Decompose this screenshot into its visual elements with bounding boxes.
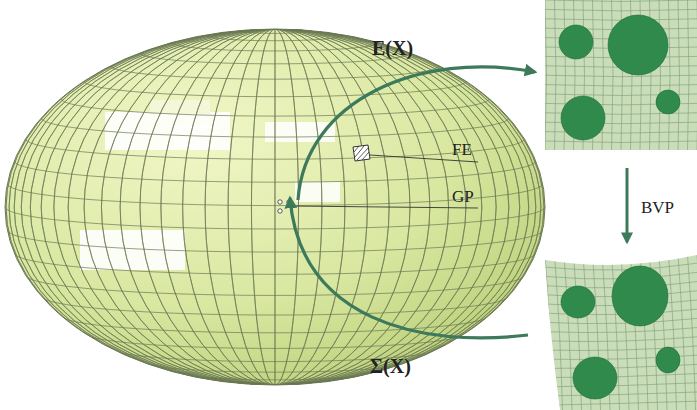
mesh-line xyxy=(228,29,322,385)
mesh-line xyxy=(9,29,541,385)
mesh-line xyxy=(7,184,542,206)
mesh-line xyxy=(545,318,697,323)
mesh-line xyxy=(205,35,345,41)
finite-element xyxy=(353,145,370,161)
mesh-line xyxy=(555,0,557,150)
gauss-point xyxy=(278,209,282,213)
mesh-line xyxy=(659,0,661,150)
mesh-line xyxy=(84,81,466,97)
mesh-line xyxy=(41,296,509,315)
mesh-line xyxy=(545,0,697,2)
mesh-line xyxy=(545,75,697,77)
mesh-line xyxy=(14,29,536,385)
mesh-line xyxy=(26,275,525,295)
rve-mesh xyxy=(545,0,697,150)
mesh-line xyxy=(228,29,322,385)
mesh-line xyxy=(688,0,690,150)
mesh-line xyxy=(545,337,697,342)
mesh-line xyxy=(30,29,519,385)
mesh-line xyxy=(545,263,697,270)
mesh-line xyxy=(14,161,536,182)
mesh-line xyxy=(41,29,509,385)
mesh-line xyxy=(678,0,680,150)
mesh-line xyxy=(183,29,368,385)
mesh-line xyxy=(41,118,509,137)
mesh-line xyxy=(140,53,410,64)
mesh-line xyxy=(678,255,686,410)
rve-deformed xyxy=(545,255,697,410)
mesh-line xyxy=(612,0,614,150)
bvp-arrow xyxy=(626,168,629,242)
mesh-line xyxy=(545,85,697,87)
inclusions xyxy=(561,266,680,399)
mesh-line xyxy=(14,29,536,385)
mesh-line xyxy=(14,253,536,274)
leader-line xyxy=(292,206,478,208)
mesh-line xyxy=(205,29,345,385)
bvp-label: BVP xyxy=(641,199,674,216)
mesh-line xyxy=(41,29,509,385)
mesh-line xyxy=(545,254,697,261)
mesh-line xyxy=(275,29,276,385)
mesh-line xyxy=(7,230,542,252)
mesh-line xyxy=(26,139,525,159)
mesh-line xyxy=(545,328,697,333)
rve-undeformed xyxy=(545,0,697,150)
mesh-line xyxy=(240,31,310,34)
stress-label: Σ(X) xyxy=(370,356,411,376)
mesh-line xyxy=(545,374,697,378)
gauss-point xyxy=(278,200,282,204)
mesh-line xyxy=(669,255,677,410)
mesh-line xyxy=(545,255,553,410)
mesh-line xyxy=(111,66,440,79)
rve-mesh xyxy=(545,254,697,410)
strain-label: E(X) xyxy=(372,38,413,58)
mesh-line xyxy=(688,255,696,410)
mesh-line xyxy=(545,9,697,11)
mesh-line xyxy=(172,43,379,51)
mesh-line xyxy=(54,29,496,385)
element-hatch xyxy=(354,146,369,160)
mesh-line xyxy=(21,29,528,385)
mesh-line xyxy=(669,0,671,150)
mesh-line xyxy=(140,361,410,372)
mesh-line xyxy=(9,29,541,385)
mesh-line xyxy=(54,29,496,385)
mesh-line xyxy=(61,315,489,332)
mesh-line xyxy=(21,29,528,385)
mesh-line xyxy=(84,333,466,349)
mesh-line xyxy=(545,141,697,143)
ellipsoid-body xyxy=(5,29,545,385)
mesh-line xyxy=(545,383,697,387)
localization-arrow xyxy=(298,67,535,200)
mesh-line xyxy=(6,29,544,385)
mesh-line xyxy=(30,29,519,385)
inclusions xyxy=(559,15,680,140)
mesh-line xyxy=(6,29,544,385)
mesh-line xyxy=(545,392,697,396)
mesh-line xyxy=(183,29,368,385)
gauss-point-label: GP xyxy=(452,188,474,205)
ellipsoid-mesh xyxy=(5,29,545,386)
ellipsoid-outline xyxy=(5,29,545,385)
mesh-line xyxy=(5,207,545,229)
homogenization-arrow xyxy=(290,198,528,338)
element-label: FE xyxy=(452,141,472,158)
mesh-line xyxy=(61,99,489,116)
mesh-line xyxy=(205,29,345,385)
mesh-line xyxy=(545,401,697,405)
